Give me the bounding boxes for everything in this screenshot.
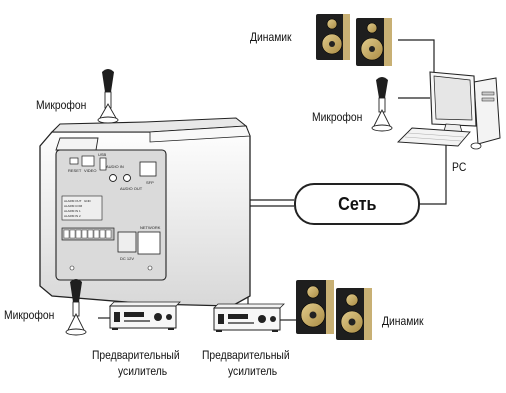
alarm-label-1: ALARM OUT: [64, 199, 82, 203]
microphone-icon: [376, 77, 388, 98]
preamp-display: [124, 312, 144, 317]
speaker-bottom-label: Динамик: [382, 314, 424, 328]
camera-panel-flap: [55, 137, 99, 151]
alarm-label-5: GND: [84, 199, 92, 203]
video-port: [81, 155, 95, 167]
screw-icon: [69, 265, 75, 271]
microphone-pc: [371, 77, 393, 132]
audio-in-jack: [109, 174, 117, 182]
alarm-label-4: ALARM IN 2: [64, 214, 81, 218]
mic-bottom-label: Микрофон: [4, 308, 55, 322]
preamp-left: [109, 301, 181, 330]
port-label-sfp: SFP: [146, 180, 154, 185]
usb-port: [99, 157, 107, 171]
speaker-icon: [336, 288, 372, 340]
pc-mouse: [470, 142, 482, 150]
port-label-reset: RESET: [68, 168, 82, 173]
port-label-video: VIDEO: [84, 168, 96, 173]
network-label: Сеть: [337, 193, 377, 214]
alarm-label-block: [61, 195, 103, 221]
audio-out-jack: [123, 174, 131, 182]
microphone-icon: [70, 279, 82, 302]
sfp-port: [139, 161, 157, 177]
pc-keyboard: [396, 127, 471, 147]
network-port: [137, 231, 161, 255]
pc-tower: [473, 77, 501, 145]
alarm-label-2: ALARM COM: [64, 204, 83, 208]
microphone-top: [97, 69, 119, 124]
network-box: Сеть: [294, 183, 420, 225]
mic-top-label: Микрофон: [36, 98, 87, 112]
preamp-left-label-line1: Предварительный: [92, 348, 180, 362]
pc: [396, 71, 501, 150]
port-label-audio-out: AUDIO OUT: [120, 186, 143, 191]
microphone-icon: [102, 69, 114, 92]
dc-power-port: [117, 231, 137, 253]
speaker-top-label: Динамик: [250, 30, 292, 44]
preamp-right: [213, 303, 285, 332]
preamp-left-label-line2: усилитель: [118, 364, 168, 378]
screw-icon: [147, 265, 153, 271]
terminal-block: [61, 227, 115, 241]
camera: RESET VIDEO USB AUDIO IN AUDIO OUT SFP A…: [39, 117, 251, 307]
mic-pc-label: Микрофон: [312, 110, 363, 124]
line-speaker-pc: [398, 39, 435, 76]
camera-hood: [149, 125, 251, 143]
preamp-right-label-line1: Предварительный: [202, 348, 290, 362]
reset-button: [69, 157, 79, 165]
preamp-display: [228, 314, 248, 319]
speaker-icon: [356, 18, 392, 66]
alarm-label-3: ALARM IN 1: [64, 209, 81, 213]
pc-label: PC: [452, 160, 467, 174]
preamp-right-label-line2: усилитель: [228, 364, 278, 378]
pc-speakers: [316, 14, 392, 66]
line-pc-network: [420, 140, 447, 205]
port-label-dc: DC 12V: [120, 256, 134, 261]
port-label-usb: USB: [98, 152, 107, 157]
port-label-audio-in: AUDIO IN: [106, 164, 124, 169]
microphone-bottom: [65, 279, 87, 336]
speaker-icon: [316, 14, 350, 60]
bottom-speakers: [296, 280, 372, 340]
speaker-icon: [296, 280, 334, 334]
port-label-network: NETWORK: [140, 225, 161, 230]
